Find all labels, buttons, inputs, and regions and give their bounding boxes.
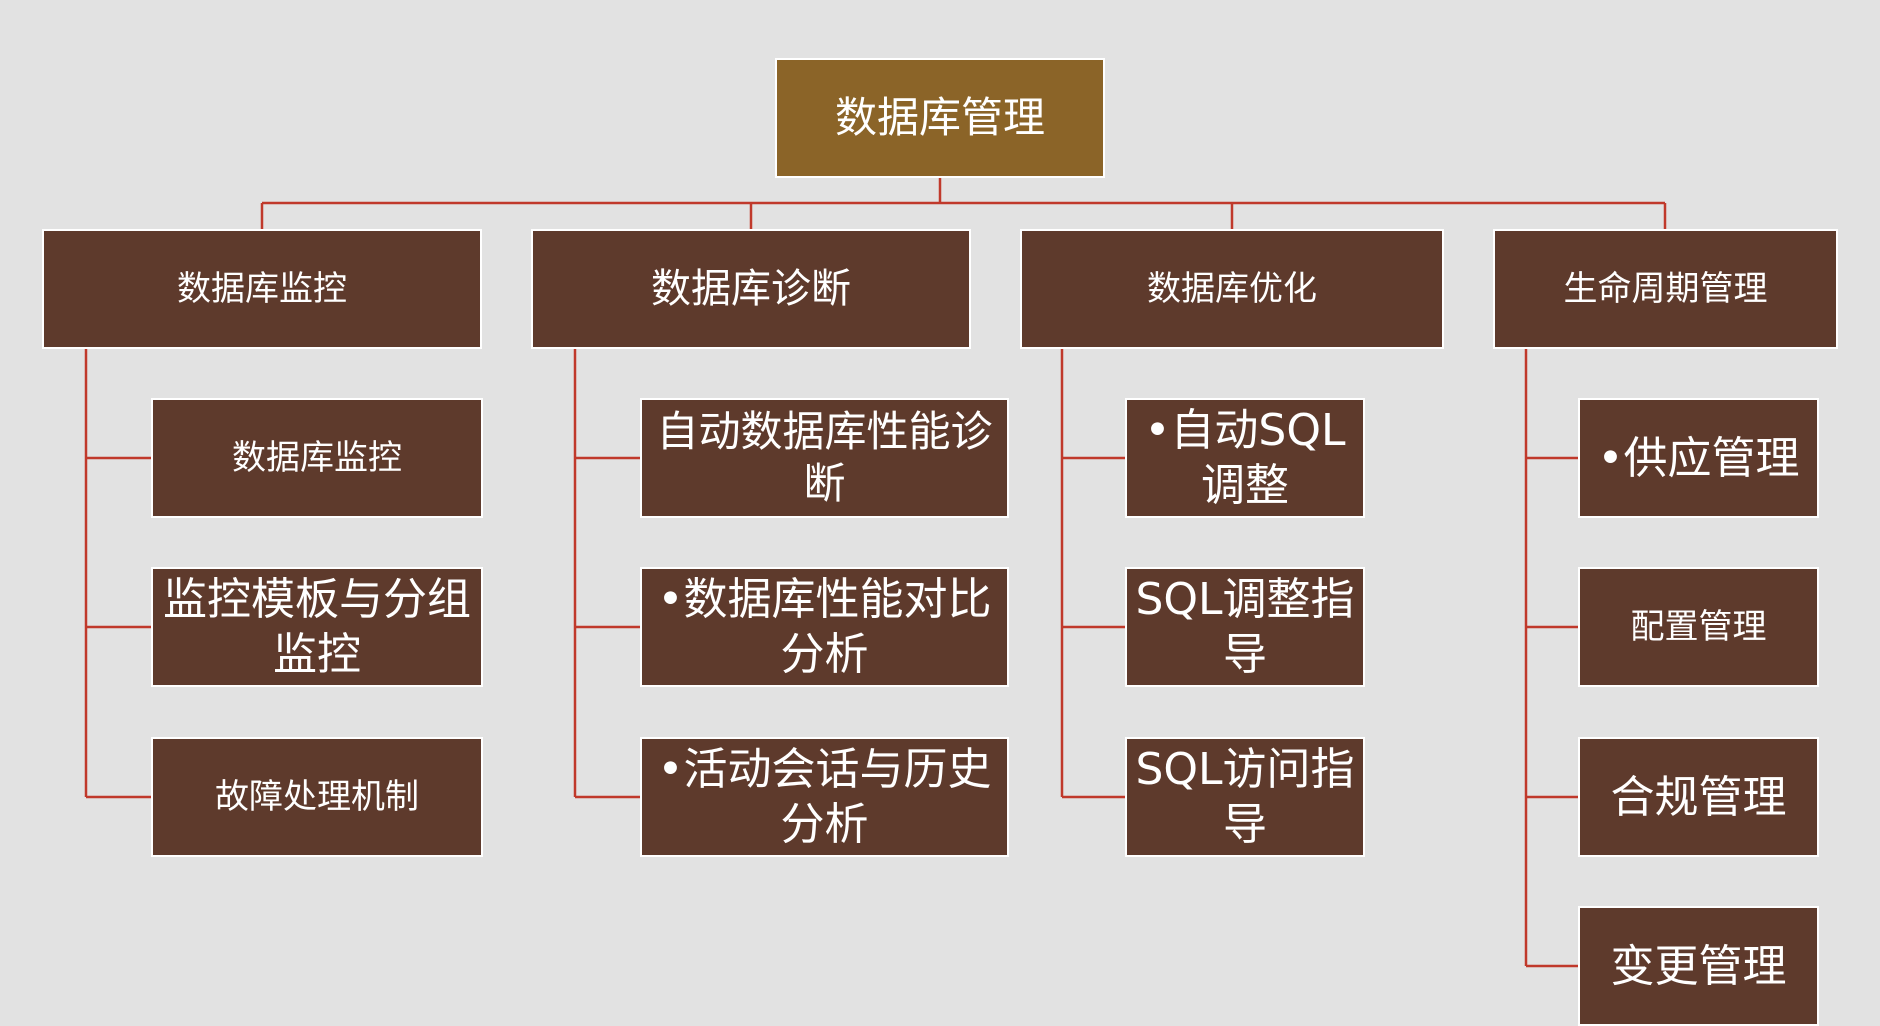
child-node: •活动会话与历史分析 [640,737,1009,857]
category-node: 数据库优化 [1020,229,1444,349]
child-node: 监控模板与分组监控 [151,567,483,687]
child-node: 故障处理机制 [151,737,483,857]
child-label: 合规管理 [1610,771,1787,823]
child-label: 自动数据库性能诊断 [656,406,993,509]
child-node: SQL调整指导 [1125,567,1365,687]
child-label: 数据库监控 [232,437,402,478]
child-label: SQL访问指导 [1135,744,1355,850]
child-node: 配置管理 [1578,567,1819,687]
child-label: •供应管理 [1597,432,1800,484]
category-label: 数据库优化 [1147,268,1317,309]
child-label: SQL调整指导 [1135,574,1355,680]
child-node: •数据库性能对比分析 [640,567,1009,687]
child-node: SQL访问指导 [1125,737,1365,857]
child-label: •自动SQL调整 [1144,405,1346,511]
child-label: 故障处理机制 [215,776,419,817]
child-label: •活动会话与历史分析 [657,744,992,850]
child-label: 配置管理 [1630,606,1767,647]
child-label: 监控模板与分组监控 [163,574,471,680]
child-node: 变更管理 [1578,906,1819,1026]
root-label: 数据库管理 [834,92,1045,142]
child-node: 数据库监控 [151,398,483,518]
category-node: 生命周期管理 [1493,229,1838,349]
category-label: 数据库诊断 [651,266,851,312]
category-label: 数据库监控 [177,268,347,309]
root-node: 数据库管理 [775,58,1105,178]
child-label: •数据库性能对比分析 [657,574,992,680]
category-node: 数据库诊断 [531,229,971,349]
child-node: •供应管理 [1578,398,1819,518]
child-node: 自动数据库性能诊断 [640,398,1009,518]
category-node: 数据库监控 [42,229,482,349]
child-node: •自动SQL调整 [1125,398,1365,518]
category-label: 生命周期管理 [1563,268,1768,309]
child-label: 变更管理 [1610,940,1787,992]
child-node: 合规管理 [1578,737,1819,857]
